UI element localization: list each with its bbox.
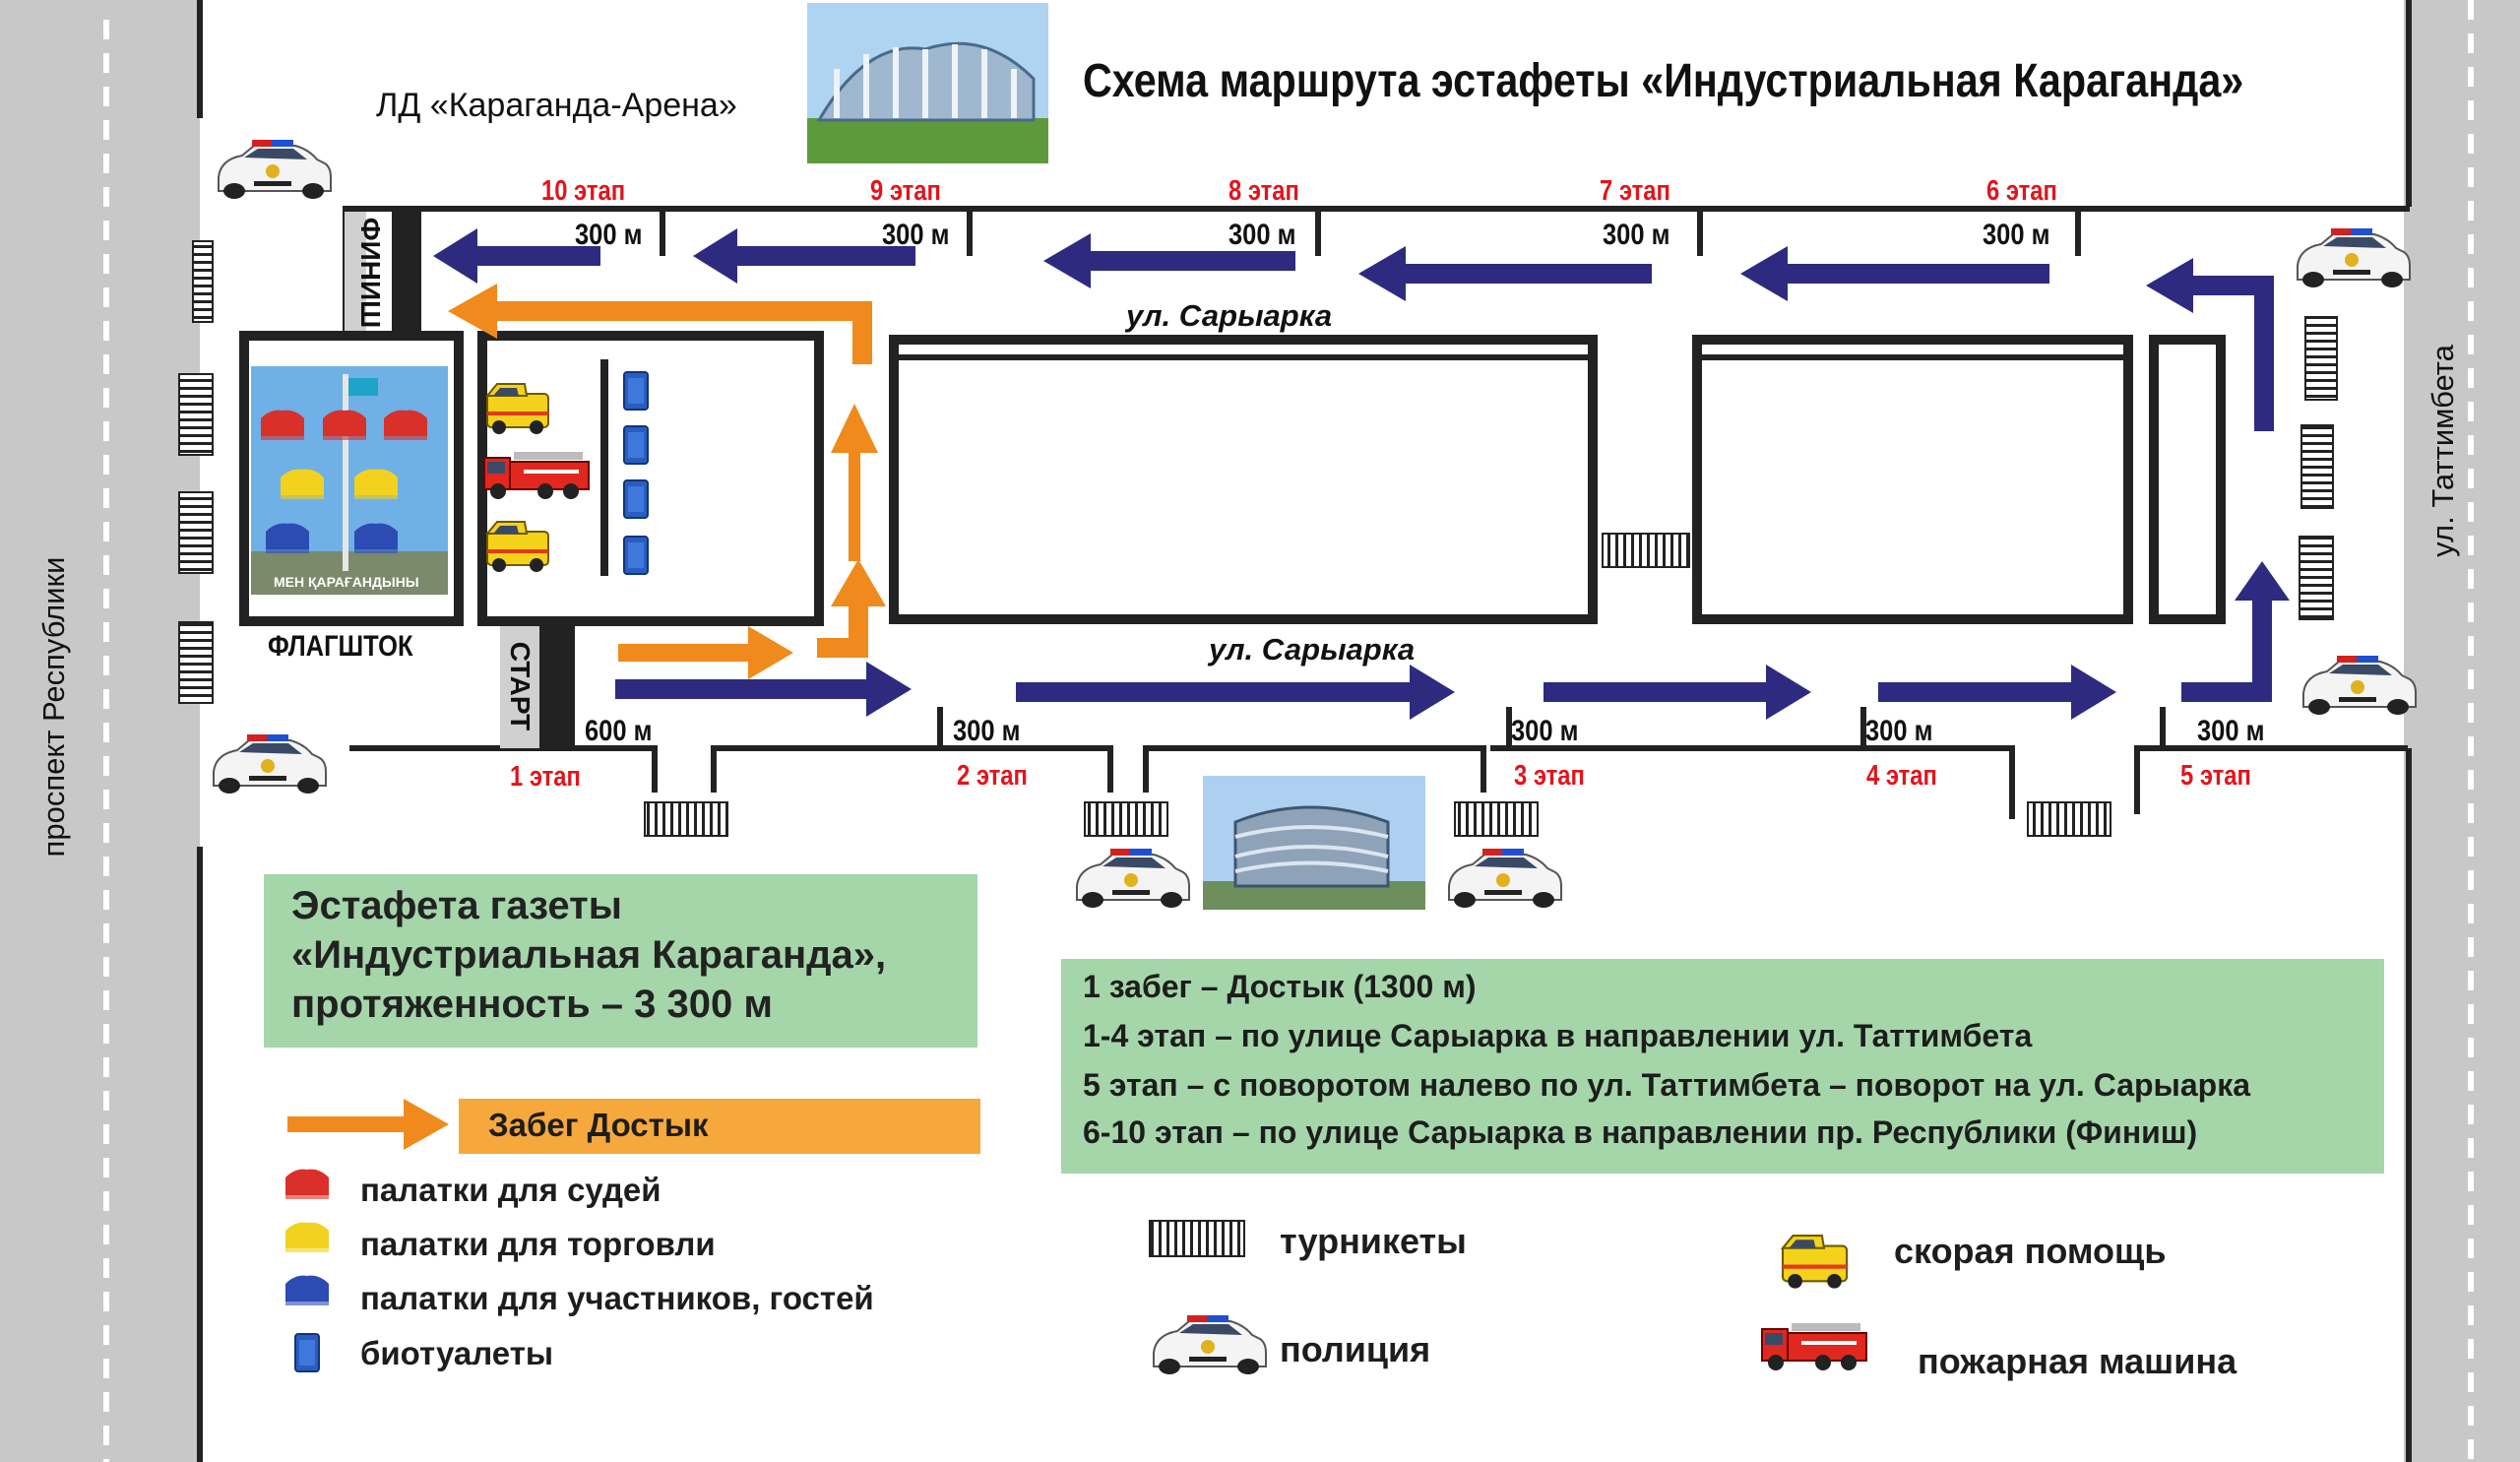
legend-ambulance: скорая помощь bbox=[1894, 1231, 2167, 1271]
stage-10-distance: 300 м bbox=[575, 219, 643, 251]
stage-4-label: 4 этап bbox=[1866, 760, 1937, 792]
right-street bbox=[2404, 0, 2520, 1462]
judges-tent-icon bbox=[285, 1169, 329, 1199]
legend-toilets: биотуалеты bbox=[360, 1335, 554, 1371]
legend-dostyk-label: Забег Достык bbox=[488, 1107, 709, 1143]
stage-5-distance: 300 м bbox=[2197, 715, 2265, 747]
stage-3-distance: 300 м bbox=[1511, 715, 1579, 747]
police-car-icon bbox=[2297, 227, 2411, 288]
police-car-icon bbox=[213, 733, 327, 795]
stage-10-label: 10 этап bbox=[541, 175, 626, 207]
route-line-1: 1 забег – Достык (1300 м) bbox=[1083, 969, 1477, 1004]
police-car-icon bbox=[218, 139, 332, 200]
stage-7-label: 7 этап bbox=[1600, 175, 1670, 207]
relay-line-2: «Индустриальная Караганда», bbox=[291, 933, 887, 977]
legend-dostyk-box: Забег Достык bbox=[459, 1099, 980, 1154]
relay-info-box: Эстафета газеты «Индустриальная Караганд… bbox=[264, 874, 977, 1048]
arena-label: ЛД «Караганда-Арена» bbox=[376, 87, 737, 124]
fire-truck-icon bbox=[483, 451, 590, 500]
route-line-3: 5 этап – с поворотом налево по ул. Татти… bbox=[1083, 1067, 2251, 1103]
street-saryarka-bottom: ул. Сарыарка bbox=[1209, 632, 1416, 667]
turnstile-icon bbox=[178, 240, 2338, 837]
legend-trade-tents: палатки для торговли bbox=[360, 1226, 716, 1262]
street-left-avenue-text: проспект Республики bbox=[36, 556, 71, 858]
start-label: СТАРТ bbox=[505, 641, 536, 731]
relay-line-3: протяженность – 3 300 м bbox=[291, 983, 773, 1026]
street-right-text: ул. Таттимбета bbox=[2426, 345, 2460, 557]
legend-police: полиция bbox=[1280, 1329, 1431, 1369]
police-legend-icon bbox=[1153, 1314, 1267, 1375]
stage-1-distance: 600 м bbox=[585, 715, 653, 747]
route-line-4: 6-10 этап – по улице Сарыарка в направле… bbox=[1083, 1114, 2198, 1150]
participant-tent-icon bbox=[285, 1275, 329, 1305]
police-car-icon bbox=[1448, 848, 1562, 909]
square-sign: МЕН ҚАРАҒАНДЫНЫ bbox=[274, 574, 419, 590]
stage-4-distance: 300 м bbox=[1865, 715, 1933, 747]
stage-5-label: 5 этап bbox=[2180, 760, 2251, 792]
arena-picture bbox=[807, 3, 1048, 163]
toilet-legend-icon bbox=[294, 1333, 320, 1372]
legend-orange-arrow bbox=[287, 1099, 449, 1150]
toilet-icon bbox=[623, 371, 649, 575]
street-saryarka-top: ул. Сарыарка bbox=[1126, 298, 1333, 333]
ambulance-icon bbox=[486, 521, 549, 573]
legend-fire-truck: пожарная машина bbox=[1918, 1341, 2237, 1381]
legend-participant-tents: палатки для участников, гостей bbox=[360, 1280, 874, 1316]
turnstile-legend-icon bbox=[1149, 1220, 1245, 1257]
fire-truck-legend-icon bbox=[1761, 1322, 1867, 1371]
stage-7-distance: 300 м bbox=[1603, 219, 1670, 251]
building-picture bbox=[1203, 776, 1425, 910]
flagpole-label: ФЛАГШТОК bbox=[268, 630, 413, 663]
stage-6-label: 6 этап bbox=[1986, 175, 2057, 207]
route-info-box: 1 забег – Достык (1300 м) 1-4 этап – по … bbox=[1061, 959, 2384, 1174]
stage-3-label: 3 этап bbox=[1514, 760, 1585, 792]
ambulance-legend-icon bbox=[1781, 1235, 1849, 1290]
stage-2-distance: 300 м bbox=[953, 715, 1021, 747]
trade-tent-icon bbox=[285, 1222, 329, 1252]
ambulance-icon bbox=[486, 383, 549, 435]
map-title: Схема маршрута эстафеты «Индустриальная … bbox=[1083, 55, 2244, 107]
police-car-icon bbox=[2302, 655, 2417, 716]
legend-turnstiles: турникеты bbox=[1280, 1221, 1467, 1261]
legend-judges-tents: палатки для судей bbox=[360, 1172, 662, 1208]
stage-8-distance: 300 м bbox=[1228, 219, 1296, 251]
finish-label: ФИНИШ bbox=[355, 217, 386, 329]
flagpole-square-image bbox=[251, 366, 448, 595]
stage-6-distance: 300 м bbox=[1983, 219, 2050, 251]
police-car-icon bbox=[1076, 848, 1190, 909]
stage-2-label: 2 этап bbox=[957, 760, 1028, 792]
stage-8-label: 8 этап bbox=[1228, 175, 1299, 207]
relay-line-1: Эстафета газеты bbox=[291, 884, 622, 927]
left-avenue bbox=[0, 0, 200, 1462]
route-line-2: 1-4 этап – по улице Сарыарка в направлен… bbox=[1083, 1018, 2033, 1053]
route-arrows bbox=[433, 228, 2290, 720]
stage-9-label: 9 этап bbox=[870, 175, 941, 207]
stage-1-label: 1 этап bbox=[510, 761, 581, 793]
dostyk-arrows bbox=[448, 284, 886, 679]
stage-9-distance: 300 м bbox=[882, 219, 950, 251]
